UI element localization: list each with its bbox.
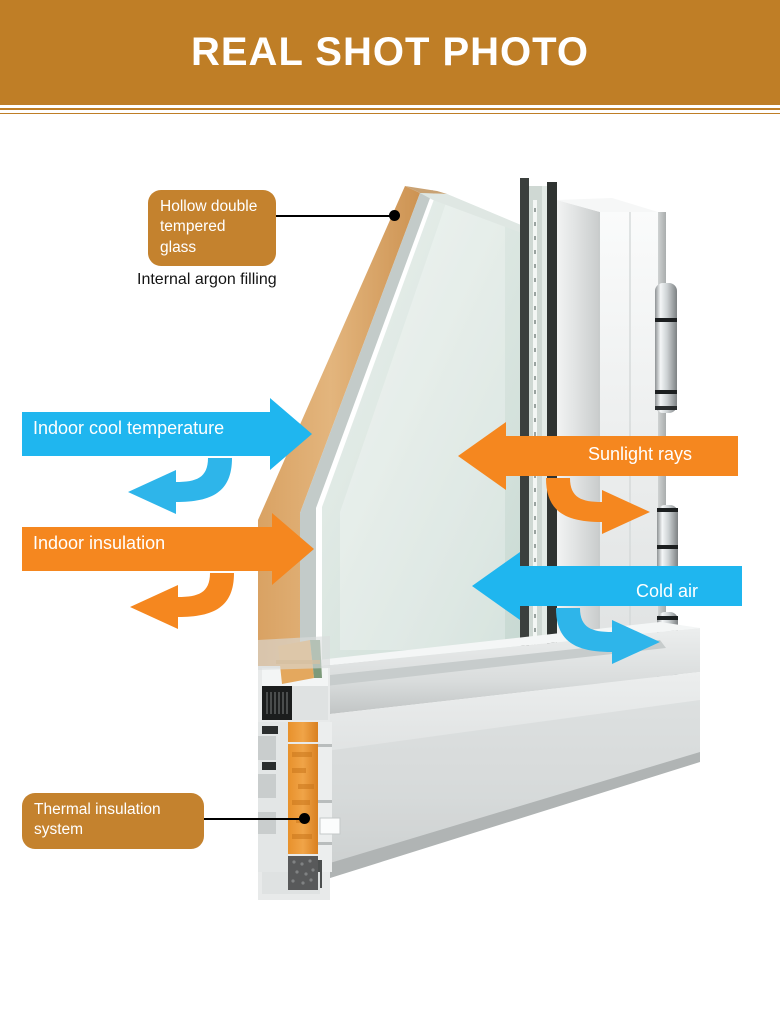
arrow-label-indoor-cool-temperature: Indoor cool temperature bbox=[33, 418, 225, 438]
header-divider-thick bbox=[0, 108, 780, 110]
leader-line-glass bbox=[276, 215, 394, 217]
glass-sash bbox=[258, 186, 556, 668]
hinge-upper bbox=[655, 283, 677, 413]
profile-cross-section bbox=[258, 640, 341, 900]
hinge-middle bbox=[657, 505, 678, 591]
arrow-label-cold-air: Cold air bbox=[636, 581, 699, 601]
bottom-sill-profile bbox=[260, 622, 700, 900]
header-divider-thin bbox=[0, 113, 780, 114]
leader-dot-glass bbox=[389, 210, 400, 221]
header-banner: REAL SHOT PHOTO bbox=[0, 0, 780, 105]
page-title: REAL SHOT PHOTO bbox=[190, 30, 589, 74]
leader-line-thermal bbox=[204, 818, 304, 820]
arrow-label-sunlight-rays: Sunlight rays bbox=[588, 444, 693, 464]
leader-dot-thermal bbox=[299, 813, 310, 824]
callout-hollow-double-tempered-glass: Hollow double tempered glass bbox=[148, 190, 276, 267]
callout-thermal-insulation-system: Thermal insulation system bbox=[22, 793, 204, 849]
insulated-glass-spacer bbox=[520, 178, 557, 660]
sash-shadow bbox=[258, 636, 330, 670]
arrow-label-indoor-insulation: Indoor insulation bbox=[33, 533, 166, 553]
label-internal-argon-filling: Internal argon filling bbox=[137, 271, 277, 288]
